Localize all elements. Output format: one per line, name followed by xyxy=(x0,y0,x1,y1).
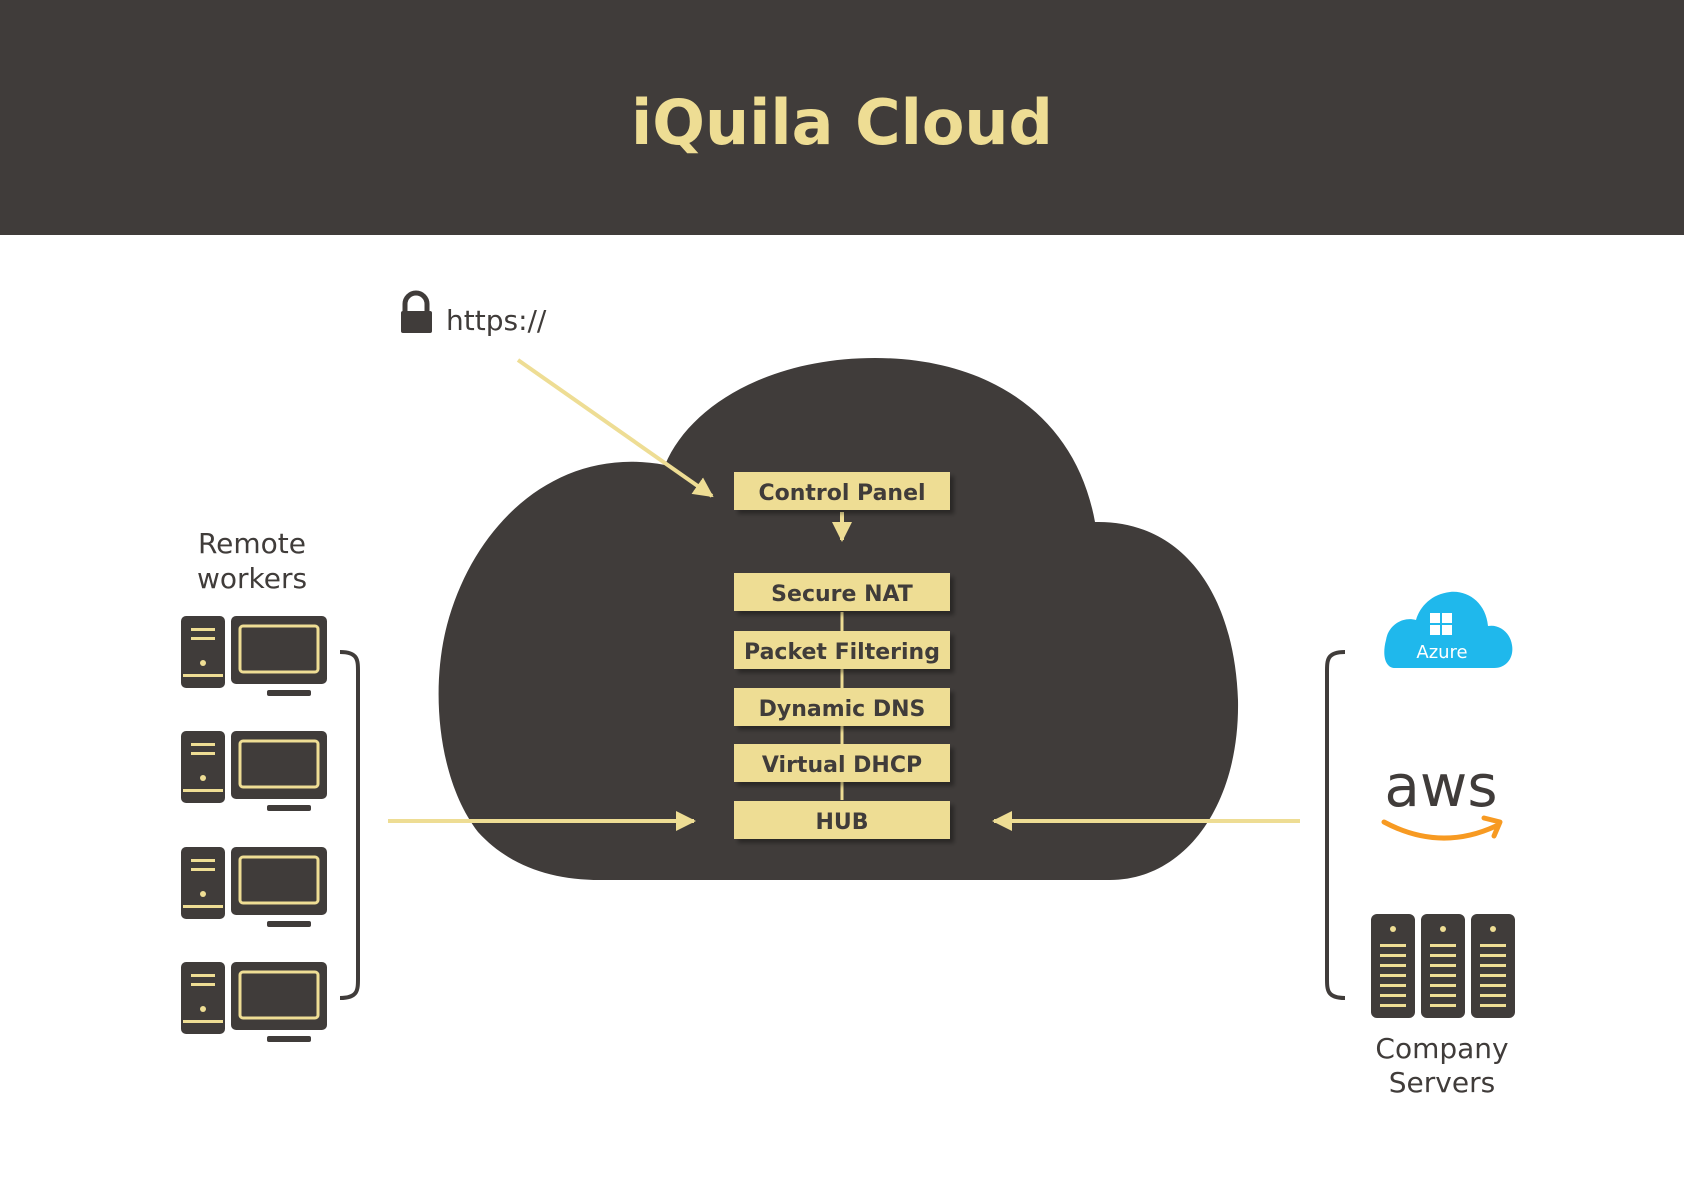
stack-control-panel: Control Panel xyxy=(734,472,950,510)
header-bar: iQuila Cloud xyxy=(0,0,1684,235)
stack-label-secure-nat: Secure NAT xyxy=(771,582,913,607)
https-arrow xyxy=(516,358,714,498)
stack-packet-filtering: Packet Filtering xyxy=(734,631,950,669)
azure-label: Azure xyxy=(1416,642,1467,663)
stack-hub: HUB xyxy=(734,801,950,839)
server-rack-icon xyxy=(1371,914,1415,1018)
stack-secure-nat: Secure NAT xyxy=(734,573,950,611)
workstation-icon xyxy=(179,729,329,813)
remote-workers-label-line1: Remote xyxy=(198,527,306,560)
page-title: iQuila Cloud xyxy=(631,86,1053,159)
stack-dynamic-dns: Dynamic DNS xyxy=(734,688,950,726)
stack-label-control-panel: Control Panel xyxy=(758,481,925,506)
server-rack-icon xyxy=(1471,914,1515,1018)
azure-logo-icon: Azure xyxy=(1384,591,1513,668)
stack-label-packet-filtering: Packet Filtering xyxy=(744,640,940,665)
stack-label-hub: HUB xyxy=(815,810,868,835)
right-bracket xyxy=(1325,650,1346,1000)
lock-icon xyxy=(401,290,432,333)
https-label: https:// xyxy=(446,304,547,337)
server-rack-icon xyxy=(1421,914,1465,1018)
company-servers-label-line1: Company xyxy=(1375,1032,1508,1065)
cloud-shape xyxy=(438,358,1239,880)
workstation-icon xyxy=(179,845,329,929)
stack-virtual-dhcp: Virtual DHCP xyxy=(734,744,950,782)
workstation-icon xyxy=(179,614,329,698)
aws-logo-icon: aws xyxy=(1381,752,1503,841)
left-bracket xyxy=(339,650,360,1000)
stack-label-virtual-dhcp: Virtual DHCP xyxy=(762,753,922,778)
aws-label: aws xyxy=(1384,752,1497,820)
stack-label-dynamic-dns: Dynamic DNS xyxy=(759,697,926,722)
workstation-icon xyxy=(179,960,329,1044)
company-servers-label-line2: Servers xyxy=(1389,1066,1495,1099)
remote-workers-label-line2: workers xyxy=(197,562,307,595)
